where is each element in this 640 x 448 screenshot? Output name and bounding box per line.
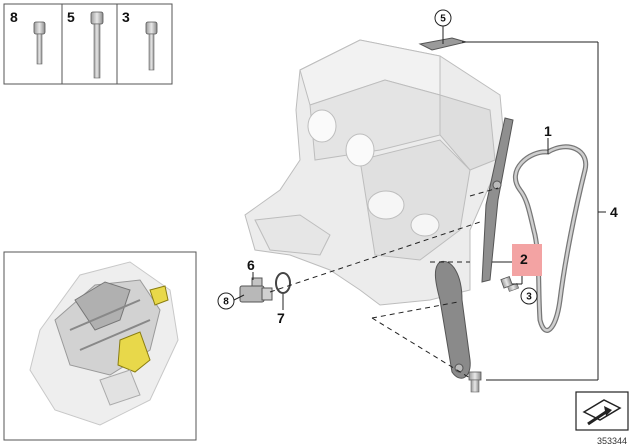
- label-3: 3: [526, 292, 532, 303]
- bolt-legend: 8 5 3: [3, 3, 173, 85]
- tensioner-seal-ring: [275, 272, 291, 294]
- label-6: 6: [247, 257, 255, 273]
- leader-lines: [233, 26, 606, 381]
- bolt-icon: [468, 371, 482, 393]
- callout-circle: [520, 287, 538, 305]
- bolt-icon: [145, 21, 158, 71]
- bolt-icon: [500, 276, 520, 292]
- label-2: 2: [520, 251, 528, 267]
- part-labels: 1 2 4 6 7 5 3 8: [217, 9, 618, 326]
- highlight-box: [512, 244, 542, 276]
- chain-tensioner: [239, 277, 273, 303]
- engine-block: [244, 39, 506, 306]
- label-8: 8: [223, 297, 229, 308]
- view-direction-arrow-icon: [575, 391, 629, 431]
- bolt-icon: [90, 11, 104, 79]
- label-1: 1: [544, 123, 552, 139]
- chain-guide-rail: [481, 117, 514, 283]
- callout-circle: [434, 9, 452, 27]
- assembly-dashed-lines: [269, 187, 499, 379]
- label-7: 7: [277, 310, 285, 326]
- bolt-icon: [33, 21, 46, 65]
- bolt-callout-5: 5: [67, 9, 75, 25]
- label-4: 4: [610, 204, 618, 220]
- bolt-callout-3: 3: [122, 9, 130, 25]
- callout-circle: [217, 292, 235, 310]
- bolt-callout-8: 8: [10, 9, 18, 25]
- diagram-number: 353344: [597, 436, 627, 446]
- label-5: 5: [440, 14, 446, 25]
- engine-thumbnail: [3, 251, 197, 441]
